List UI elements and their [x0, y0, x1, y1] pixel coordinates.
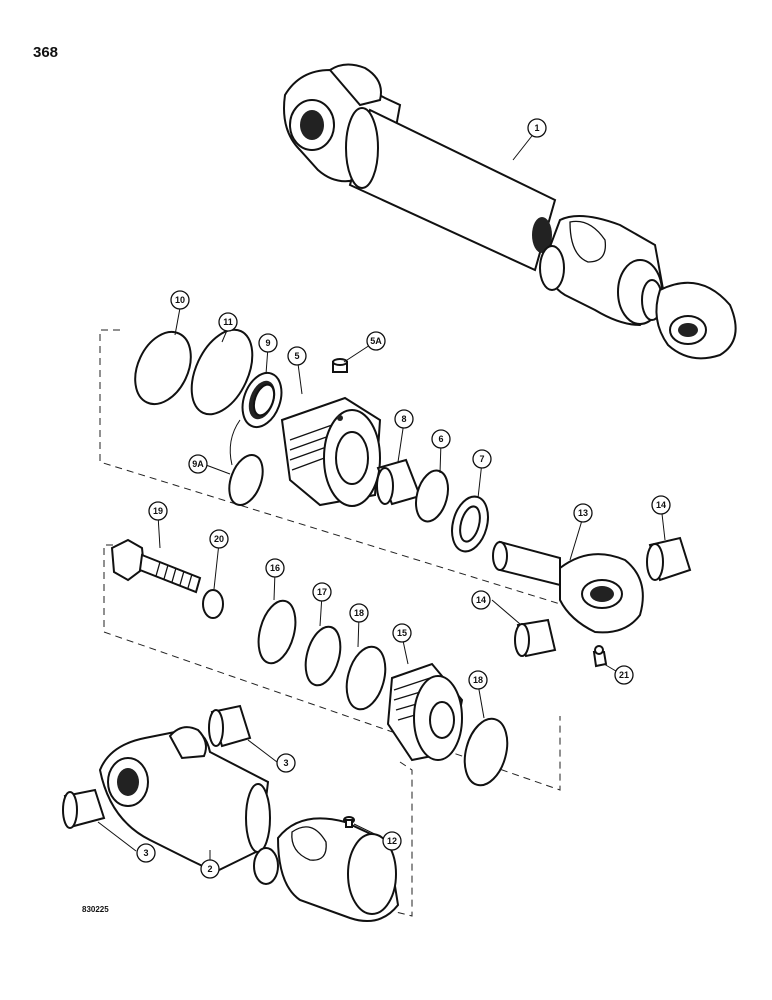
- bushing-3-lower: [62, 788, 106, 829]
- svg-text:18: 18: [473, 675, 483, 685]
- svg-text:14: 14: [476, 595, 486, 605]
- callout-17: 17: [312, 582, 332, 602]
- seal-18-left: [345, 645, 387, 711]
- svg-text:12: 12: [387, 836, 397, 846]
- seal-18-right: [463, 717, 509, 787]
- callout-9: 9: [258, 333, 278, 353]
- o-ring-10: [134, 330, 192, 406]
- svg-text:5: 5: [294, 351, 299, 361]
- callout-18-right: 18: [468, 670, 488, 690]
- callout-9a: 9A: [188, 454, 208, 474]
- svg-text:13: 13: [578, 508, 588, 518]
- svg-text:5A: 5A: [370, 336, 382, 346]
- bushing-8: [376, 458, 422, 506]
- callout-3-upper: 3: [276, 753, 296, 773]
- seal-17: [304, 625, 342, 687]
- callout-5a: 5A: [366, 331, 386, 351]
- svg-text:9A: 9A: [192, 459, 204, 469]
- bushing-14-upper: [646, 536, 692, 582]
- callout-15: 15: [392, 623, 412, 643]
- callout-20: 20: [209, 529, 229, 549]
- figure-code: 830225: [82, 905, 109, 914]
- bolt-19: [110, 538, 202, 594]
- svg-text:19: 19: [153, 506, 163, 516]
- callout-16: 16: [265, 558, 285, 578]
- bushing-14-lower: [514, 618, 557, 658]
- barrel-2: [98, 726, 400, 922]
- seal-16: [257, 599, 297, 665]
- svg-text:2: 2: [207, 864, 212, 874]
- callout-6: 6: [431, 429, 451, 449]
- callout-13: 13: [573, 503, 593, 523]
- head-5: [280, 396, 382, 507]
- plug-5a: [332, 358, 348, 373]
- callout-3-lower: 3: [136, 843, 156, 863]
- piston-15: [386, 662, 464, 762]
- ring-6: [415, 469, 449, 523]
- wiper-7: [451, 495, 489, 553]
- svg-text:3: 3: [283, 758, 288, 768]
- setscrew-12: [343, 816, 355, 828]
- seal-kit-outline: [99, 329, 621, 621]
- svg-text:10: 10: [175, 295, 185, 305]
- svg-text:3: 3: [143, 848, 148, 858]
- grease-fitting-21: [592, 645, 608, 668]
- cylinder-assembly: [283, 63, 737, 360]
- seal-9: [241, 371, 283, 429]
- callout-19: 19: [148, 501, 168, 521]
- callout-12: 12: [382, 831, 402, 851]
- washer-20: [202, 589, 224, 619]
- bushing-3-upper: [208, 704, 252, 748]
- svg-text:7: 7: [479, 454, 484, 464]
- callout-18-left: 18: [349, 603, 369, 623]
- backup-ring-11: [190, 328, 254, 416]
- callout-11: 11: [218, 312, 238, 332]
- rod-kit-outline: [103, 544, 561, 791]
- callout-14-lower: 14: [471, 590, 491, 610]
- callout-21: 21: [614, 665, 634, 685]
- svg-text:11: 11: [223, 317, 233, 327]
- svg-text:18: 18: [354, 608, 364, 618]
- callout-2: 2: [200, 859, 220, 879]
- svg-text:1: 1: [534, 123, 539, 133]
- callout-14-upper: 14: [651, 495, 671, 515]
- svg-text:16: 16: [270, 563, 280, 573]
- svg-text:15: 15: [397, 628, 407, 638]
- rod-13: [492, 540, 644, 634]
- callout-5: 5: [287, 346, 307, 366]
- callout-10: 10: [170, 290, 190, 310]
- svg-text:9: 9: [265, 338, 270, 348]
- svg-text:17: 17: [317, 587, 327, 597]
- callout-8: 8: [394, 409, 414, 429]
- svg-text:21: 21: [619, 670, 629, 680]
- svg-text:6: 6: [438, 434, 443, 444]
- svg-text:14: 14: [656, 500, 666, 510]
- callout-1: 1: [527, 118, 547, 138]
- ring-9a: [228, 454, 264, 506]
- base-group-outline: [395, 761, 413, 917]
- svg-text:20: 20: [214, 534, 224, 544]
- page-number: 368: [33, 44, 59, 61]
- callout-7: 7: [472, 449, 492, 469]
- svg-text:8: 8: [401, 414, 406, 424]
